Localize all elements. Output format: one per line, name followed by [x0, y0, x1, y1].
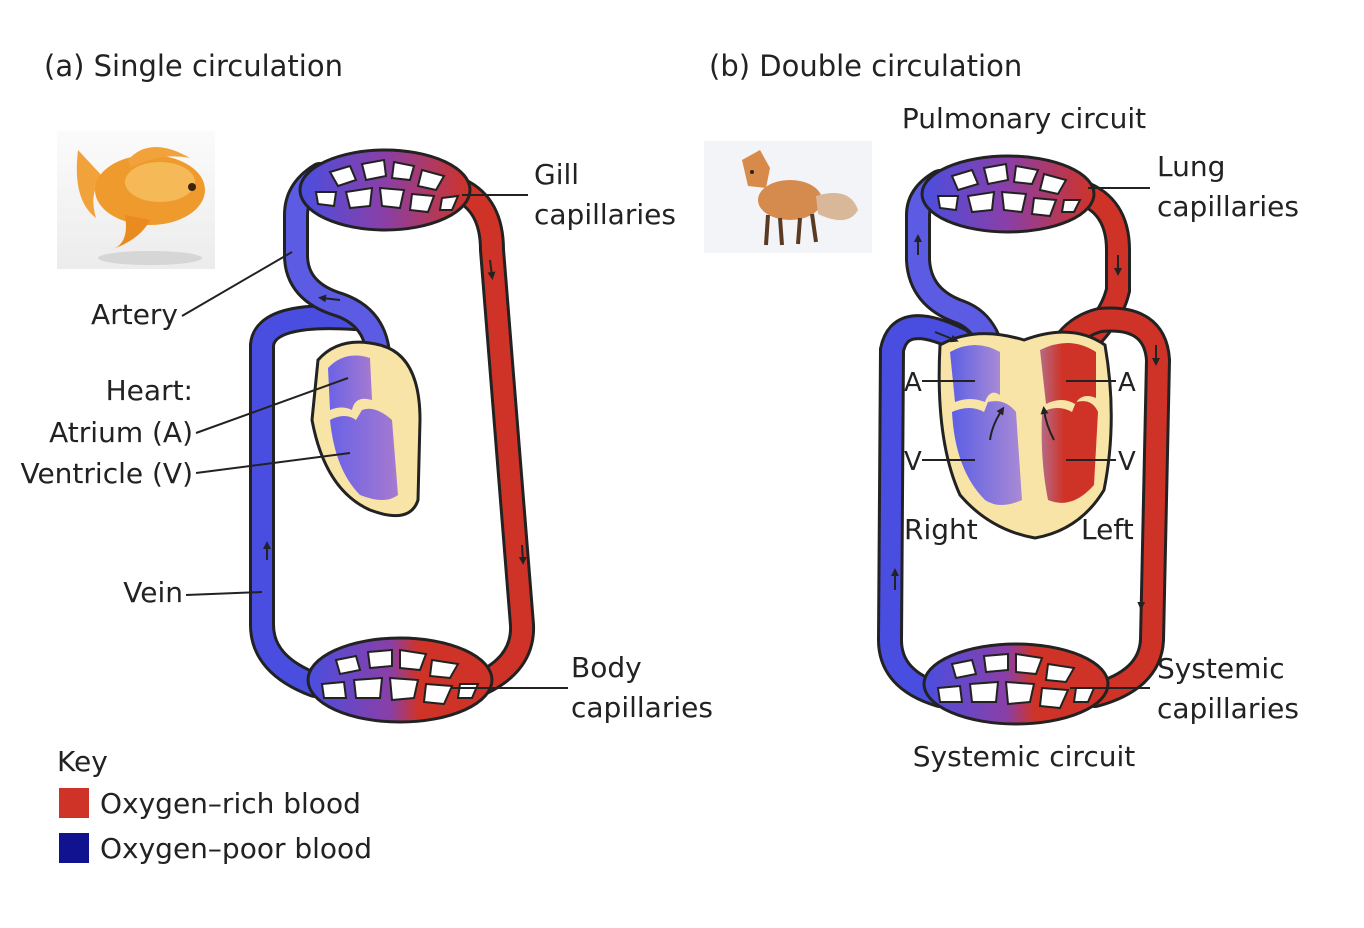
panel-a-title: (a) Single circulation [44, 49, 343, 83]
lung-label-line2: capillaries [1157, 190, 1299, 223]
gill-capillary-bed [298, 148, 472, 232]
fish-red-vessel [447, 177, 536, 701]
mammal-systemic-vein [876, 314, 973, 708]
body-capillary-bed [306, 636, 494, 724]
panel-b-title: (b) Double circulation [709, 49, 1022, 83]
legend-label-oxygen-poor: Oxygen–poor blood [100, 832, 372, 865]
vein-label: Vein [123, 576, 183, 609]
vein-leader [185, 591, 263, 596]
systemic-circuit-label: Systemic circuit [913, 740, 1135, 773]
panel-b-double-circulation: (b) Double circulation Pulmonary circuit [704, 49, 1299, 773]
legend-label-oxygen-rich: Oxygen–rich blood [100, 787, 361, 820]
gill-label-line1: Gill [534, 158, 579, 191]
red-vessel-flow-arrow-2 [518, 544, 527, 565]
legend-title: Key [57, 745, 108, 778]
red-vessel-flow-arrow-1 [487, 259, 496, 280]
legend-swatch-oxygen-rich [59, 788, 89, 818]
artery-leader [181, 251, 293, 317]
right-side-label: Right [904, 513, 978, 546]
right-atrium-label: A [904, 368, 922, 398]
legend: Key Oxygen–rich blood Oxygen–poor blood [57, 745, 372, 865]
lung-label-line1: Lung [1157, 150, 1225, 183]
systemic-capillary-bed [922, 642, 1110, 726]
body-label-line2: capillaries [571, 691, 713, 724]
left-side-label: Left [1081, 513, 1134, 546]
fox-photo [704, 141, 872, 253]
artery-label: Artery [91, 298, 178, 331]
ventricle-leader [195, 452, 351, 474]
aorta-arrow-2 [1137, 589, 1146, 610]
pulmonary-circuit-label: Pulmonary circuit [902, 102, 1146, 135]
vena-cava-arrow [934, 331, 959, 343]
atrium-leader [195, 377, 349, 434]
atrium-label: Atrium (A) [49, 416, 193, 449]
left-atrium-label: A [1118, 368, 1136, 398]
heart-label: Heart: [106, 374, 193, 407]
fish-vein [249, 304, 368, 698]
fish-heart [310, 340, 422, 518]
artery-flow-arrow [318, 294, 341, 303]
ventricle-label: Ventricle (V) [20, 457, 193, 490]
left-ventricle-label: V [1118, 447, 1136, 477]
gill-label-line2: capillaries [534, 198, 676, 231]
legend-swatch-oxygen-poor [59, 833, 89, 863]
right-ventricle-label: V [904, 447, 922, 477]
goldfish-photo [57, 131, 215, 269]
lung-capillary-bed [920, 154, 1096, 234]
systemic-label-line2: capillaries [1157, 692, 1299, 725]
mammal-heart [937, 330, 1113, 540]
systemic-label-line1: Systemic [1157, 652, 1285, 685]
panel-a-single-circulation: (a) Single circulation [20, 49, 712, 724]
body-label-line1: Body [571, 651, 642, 684]
